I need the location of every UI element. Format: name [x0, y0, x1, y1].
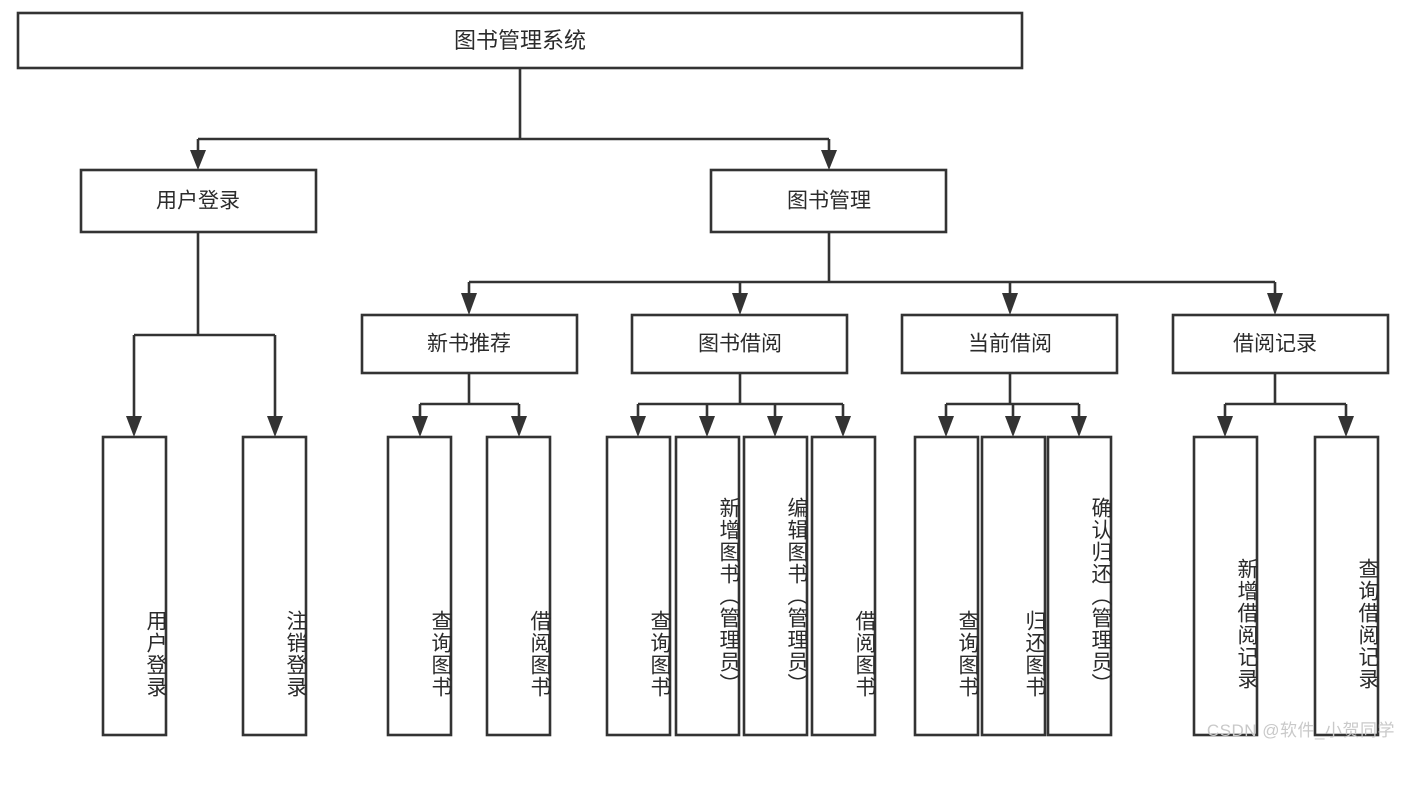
node-borrow-record-rect[interactable]	[1171, 313, 1390, 375]
arrow-bb-leaf1	[630, 416, 646, 437]
node-leaf-query-record-rect[interactable]	[1313, 435, 1380, 737]
node-book-borrow-label: 图书借阅	[698, 333, 782, 356]
node-leaf-add-record-rect[interactable]	[1192, 435, 1259, 737]
node-book-borrow[interactable]: 图书借阅	[630, 313, 849, 375]
node-current-borrow[interactable]: 当前借阅	[900, 313, 1119, 375]
node-current-borrow-label: 当前借阅	[968, 333, 1052, 356]
node-book-borrow-rect[interactable]	[630, 313, 849, 375]
flowchart-svg: 图书管理系统 用户登录 图书管理 新书推荐 图书借阅 当前借阅 借阅记录	[16, 11, 1390, 737]
arrow-nbr-leaf2	[511, 416, 527, 437]
arrow-nbr-leaf1	[412, 416, 428, 437]
arrow-bb-leaf4	[835, 416, 851, 437]
node-leaf-borrow-book-1-rect[interactable]	[485, 435, 552, 737]
node-leaf-return-book-rect[interactable]	[980, 435, 1047, 737]
node-borrow-record[interactable]: 借阅记录	[1171, 313, 1390, 375]
node-leaf-query-book-3-rect[interactable]	[913, 435, 980, 737]
node-new-book-rec-label: 新书推荐	[427, 333, 511, 356]
csdn-watermark: CSDN @软件_小贺同学	[1206, 721, 1395, 740]
node-book-manage-rect[interactable]	[709, 168, 948, 234]
node-borrow-record-label: 借阅记录	[1233, 333, 1317, 356]
arrow-to-new-book-rec	[461, 293, 477, 315]
node-leaf-logout-rect[interactable]	[241, 435, 308, 737]
arrow-root-to-book-manage	[821, 150, 837, 170]
node-leaf-borrow-book-2-rect[interactable]	[810, 435, 877, 737]
arrow-to-book-borrow	[732, 293, 748, 315]
arrow-to-current-borrow	[1002, 293, 1018, 315]
node-leaf-query-book-1-rect[interactable]	[386, 435, 453, 737]
arrow-bb-leaf3	[767, 416, 783, 437]
connector-layer	[126, 68, 1354, 437]
arrow-to-borrow-record	[1267, 293, 1283, 315]
arrow-bb-leaf2	[699, 416, 715, 437]
node-new-book-rec-rect[interactable]	[360, 313, 579, 375]
node-book-manage-label: 图书管理	[787, 190, 871, 213]
node-user-login[interactable]: 用户登录	[79, 168, 318, 234]
node-root-rect[interactable]	[16, 11, 1024, 70]
node-new-book-rec[interactable]: 新书推荐	[360, 313, 579, 375]
node-root[interactable]: 图书管理系统	[16, 11, 1024, 70]
arrow-br-leaf1	[1217, 416, 1233, 437]
flowchart-canvas: 图书管理系统 用户登录 图书管理 新书推荐 图书借阅 当前借阅 借阅记录	[16, 11, 1395, 740]
arrow-root-to-user-login	[190, 150, 206, 170]
node-leaf-query-book-2-rect[interactable]	[605, 435, 672, 737]
arrow-cb-leaf2	[1005, 416, 1021, 437]
node-user-login-rect[interactable]	[79, 168, 318, 234]
node-book-manage[interactable]: 图书管理	[709, 168, 948, 234]
node-user-login-label: 用户登录	[156, 190, 240, 213]
arrow-user-login-leaf1	[126, 416, 142, 437]
node-leaf-edit-book-rect[interactable]	[742, 435, 809, 737]
node-leaf-confirm-return-rect[interactable]	[1046, 435, 1113, 737]
arrow-cb-leaf3	[1071, 416, 1087, 437]
arrow-br-leaf2	[1338, 416, 1354, 437]
arrow-cb-leaf1	[938, 416, 954, 437]
arrow-user-login-leaf2	[267, 416, 283, 437]
node-root-label: 图书管理系统	[454, 28, 586, 53]
node-leaf-user-login-rect[interactable]	[101, 435, 168, 737]
node-leaf-add-book-rect[interactable]	[674, 435, 741, 737]
node-current-borrow-rect[interactable]	[900, 313, 1119, 375]
